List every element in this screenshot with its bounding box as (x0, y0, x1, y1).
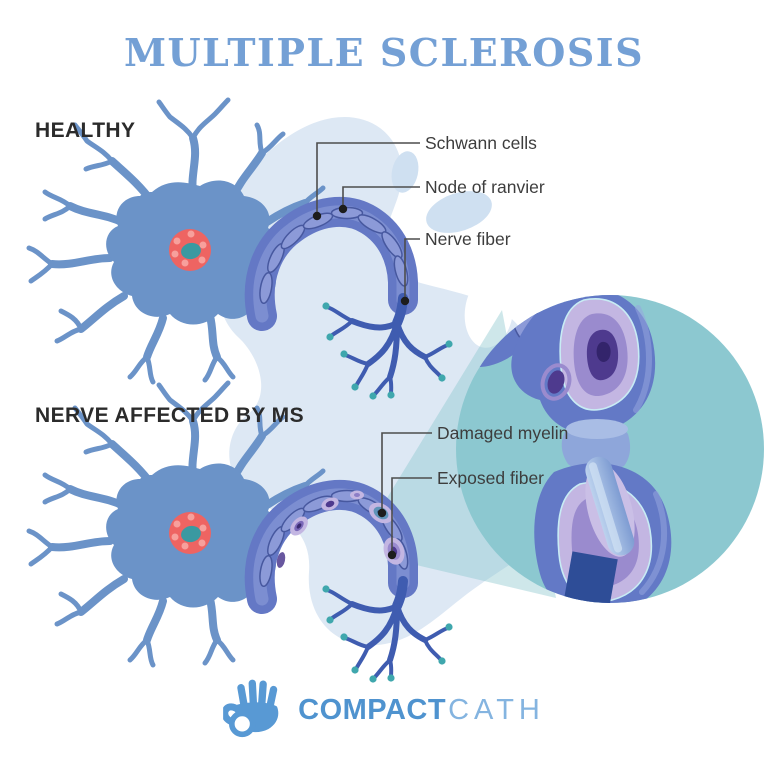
brand-logo: COMPACTCATH (223, 678, 545, 742)
annotation-nerve-fiber: Nerve fiber (425, 229, 511, 249)
leader-node-of-ranvier (342, 186, 420, 205)
section-label-ms: NERVE AFFECTED BY MS (35, 404, 304, 427)
leader-dots (312, 204, 410, 560)
lesion-upper (540, 298, 640, 411)
deco-ellipse-large (426, 191, 492, 233)
exposed-fiber-cylinder (585, 456, 635, 556)
leader-schwann-cells (316, 142, 420, 212)
brand-name-bold: COMPACT (298, 693, 447, 726)
page-title: MULTIPLE SCLEROSIS (123, 30, 645, 75)
nerve-stub (559, 551, 618, 603)
leader-nerve-fiber (404, 238, 420, 297)
annotation-damaged-myelin: Damaged myelin (437, 423, 569, 443)
brand-text: COMPACTCATH (298, 694, 545, 727)
annotation-node-of-ranvier: Node of ranvier (425, 177, 545, 197)
brand-name-light: CATH (448, 693, 545, 726)
leader-damaged-myelin (381, 432, 432, 509)
annotation-schwann-cells: Schwann cells (425, 133, 537, 153)
hand-with-ring-icon (223, 679, 279, 738)
section-label-healthy: HEALTHY (35, 119, 136, 142)
annotation-exposed-fiber: Exposed fiber (437, 468, 545, 488)
leader-exposed-fiber (391, 477, 432, 551)
leader-lines (316, 142, 432, 551)
deco-ellipse-small (391, 151, 419, 193)
magnifier-circle (456, 295, 764, 603)
